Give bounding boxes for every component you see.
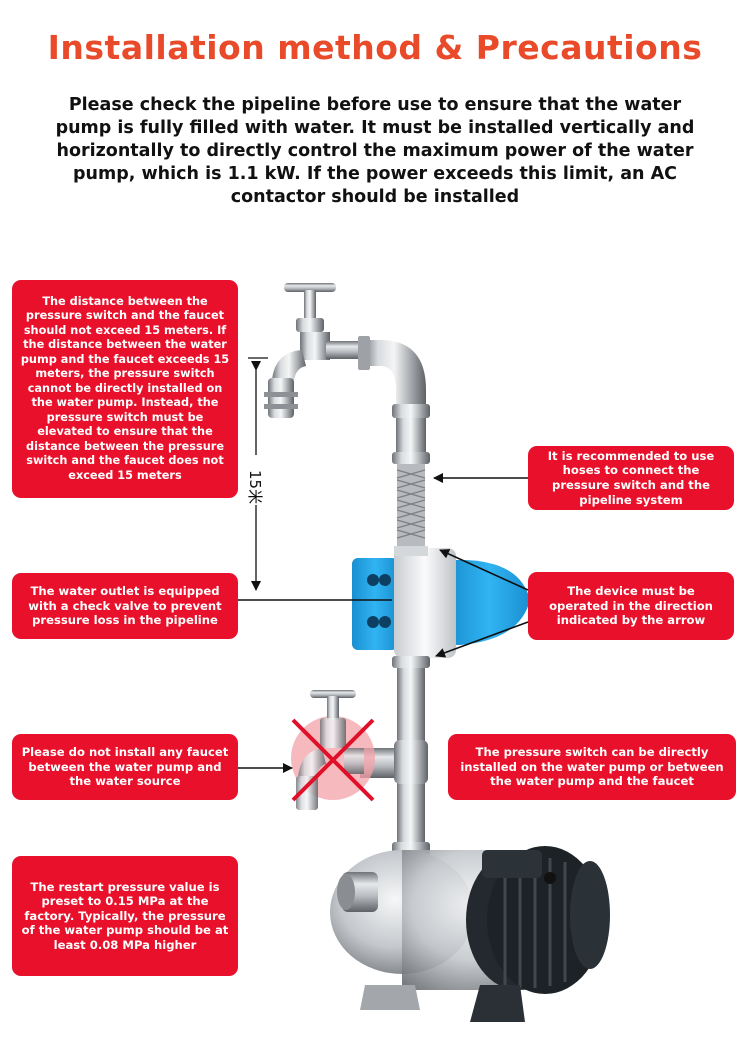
note-direction-text: The device must be operated in the direc… <box>549 584 713 628</box>
forbidden-faucet <box>291 690 375 810</box>
upper-pipe <box>358 336 430 464</box>
note-direct-install: The pressure switch can be directly inst… <box>448 734 736 800</box>
leader-lines <box>238 473 529 773</box>
note-direct-install-text: The pressure switch can be directly inst… <box>460 745 724 789</box>
dimension-label: 15米 <box>246 470 264 505</box>
top-faucet <box>264 283 366 418</box>
intro-text: Please check the pipeline before use to … <box>55 95 695 207</box>
note-restart-pressure: The restart pressure value is preset to … <box>12 856 238 976</box>
note-no-faucet: Please do not install any faucet between… <box>12 734 238 800</box>
note-no-faucet-text: Please do not install any faucet between… <box>21 745 229 789</box>
note-hoses-text: It is recommended to use hoses to connec… <box>547 448 715 507</box>
note-check-valve: The water outlet is equipped with a chec… <box>12 573 238 639</box>
page-title: Installation method & Precautions <box>47 28 703 67</box>
lower-pipe <box>360 668 430 856</box>
water-pump <box>330 846 610 1022</box>
braided-hose <box>396 464 426 546</box>
note-hoses: It is recommended to use hoses to connec… <box>528 446 734 510</box>
note-distance-text: The distance between the pressure switch… <box>20 294 230 482</box>
dimension-line <box>248 357 268 591</box>
note-check-valve-text: The water outlet is equipped with a chec… <box>28 584 222 628</box>
note-distance: The distance between the pressure switch… <box>12 280 238 498</box>
note-direction: The device must be operated in the direc… <box>528 572 734 640</box>
pressure-switch <box>352 546 530 668</box>
note-restart-pressure-text: The restart pressure value is preset to … <box>21 879 229 952</box>
